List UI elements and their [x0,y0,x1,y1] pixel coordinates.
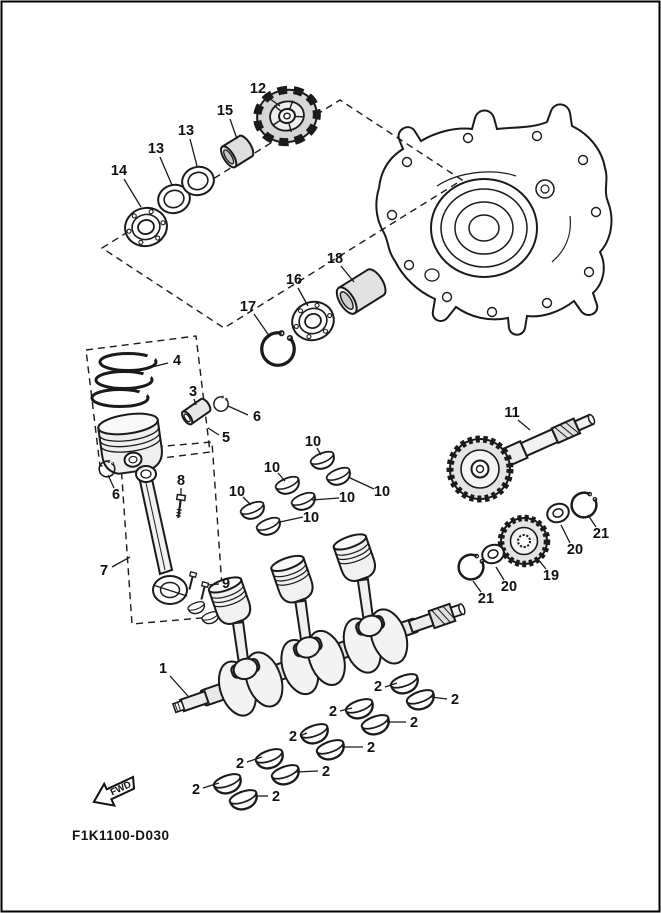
part-15-collar [220,134,255,169]
callout-7: 7 [100,563,108,579]
callout-21: 21 [593,526,609,542]
part-13-ring-a [157,183,191,215]
callout-12: 12 [250,81,266,97]
callout-2: 2 [322,764,330,780]
callout-10: 10 [264,460,280,476]
callout-14: 14 [111,163,127,179]
callout-2: 2 [236,756,244,772]
part-13-ring-b [181,165,215,197]
part-3-piston-pin [181,397,212,426]
callout-10: 10 [305,434,321,450]
part-19-gear [497,514,551,568]
leader-lines [107,95,597,797]
callout-2: 2 [329,704,337,720]
callout-2: 2 [272,789,280,805]
callout-20: 20 [567,542,583,558]
callout-11: 11 [504,405,519,421]
callout-2: 2 [192,782,200,798]
callout-6: 6 [112,487,120,503]
callout-9: 9 [222,576,230,592]
callout-6: 6 [253,409,261,425]
callout-21: 21 [478,591,494,607]
part-18-collar [335,268,387,315]
callout-1: 1 [159,661,167,677]
callouts: 12 15 13 13 14 18 16 17 4 3 6 5 6 10 10 … [100,81,609,805]
callout-5: 5 [222,430,230,446]
diagram-code: F1K1100-D030 [72,828,170,843]
part-1-crankshaft-assembly [171,530,466,717]
piston-ring-group-box [85,335,211,467]
callout-18: 18 [327,251,343,267]
part-7-connecting-rod [135,465,188,605]
part-8-bolt [175,493,187,518]
crankcase-cover [375,103,613,336]
callout-8: 8 [177,473,185,489]
callout-13: 13 [148,141,164,157]
callout-10: 10 [374,484,390,500]
part-4-piston-rings [90,352,158,408]
callout-17: 17 [240,299,256,315]
callout-19: 19 [543,568,559,584]
callout-2: 2 [451,692,459,708]
callout-16: 16 [286,272,302,288]
callout-2: 2 [367,740,375,756]
callout-2: 2 [289,729,297,745]
part-11-balance-shaft [446,413,596,503]
callout-3: 3 [189,384,197,400]
part-12-coupling [253,85,321,147]
callout-2: 2 [410,715,418,731]
part-piston [97,412,163,475]
callout-15: 15 [217,103,233,119]
bearing-group-box [100,99,464,329]
callout-10: 10 [229,484,245,500]
part-9-bolts [186,571,222,627]
callout-13: 13 [178,123,194,139]
callout-10: 10 [303,510,319,526]
callout-2: 2 [374,679,382,695]
callout-10: 10 [339,490,355,506]
callout-4: 4 [173,353,181,369]
callout-20: 20 [501,579,517,595]
